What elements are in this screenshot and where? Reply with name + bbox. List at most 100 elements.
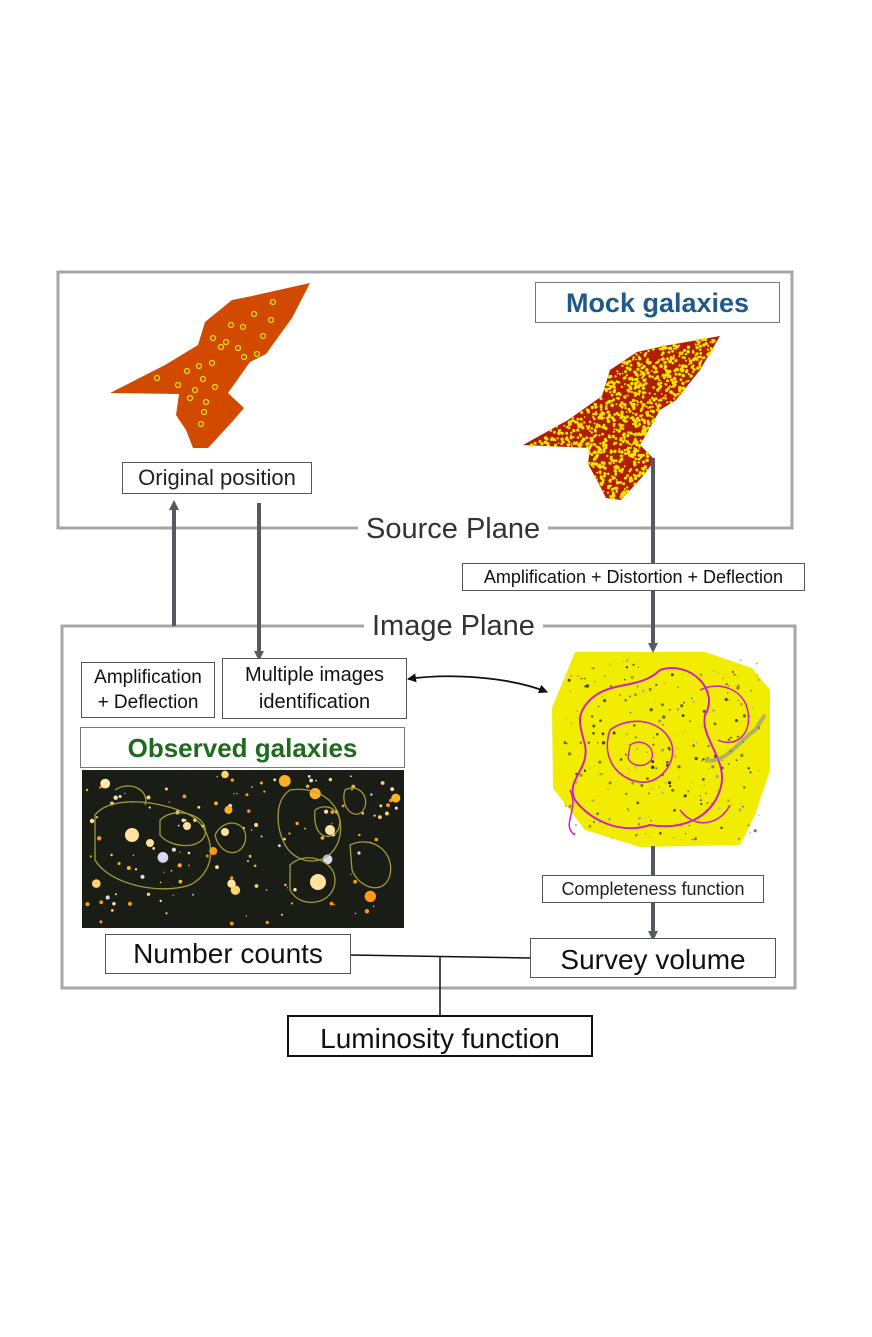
- mock-dot: [599, 476, 604, 480]
- mock-dot: [586, 426, 590, 430]
- field-galaxy: [394, 806, 398, 810]
- mock-dot: [698, 361, 702, 365]
- mock-dot: [627, 389, 631, 393]
- map-speck: [629, 695, 631, 698]
- field-bright-galaxy: [183, 822, 191, 830]
- mock-dot: [637, 419, 641, 422]
- mock-dot: [647, 422, 651, 426]
- mock-dot: [651, 415, 654, 418]
- mock-dot: [612, 385, 616, 389]
- map-speck: [625, 792, 628, 796]
- map-speck: [597, 771, 598, 773]
- map-speck: [661, 791, 664, 794]
- map-speck: [597, 705, 600, 708]
- map-speck: [637, 823, 641, 826]
- mock-dot: [699, 355, 702, 359]
- mock-dot: [572, 429, 576, 433]
- field-galaxy: [187, 851, 191, 855]
- mock-dot: [538, 440, 542, 443]
- map-speck: [667, 746, 671, 750]
- mock-dot: [646, 426, 650, 430]
- map-speck: [590, 715, 594, 718]
- mock-dot: [586, 446, 589, 449]
- mock-galaxies-title: Mock galaxies: [535, 282, 780, 323]
- map-speck: [608, 663, 612, 667]
- map-speck: [567, 678, 571, 682]
- field-galaxy: [110, 853, 113, 857]
- mock-dot: [635, 381, 639, 384]
- mock-dot: [678, 355, 681, 358]
- mock-dot: [546, 442, 550, 445]
- map-speck: [705, 792, 707, 794]
- mock-dot: [672, 376, 677, 381]
- mock-dot: [615, 481, 620, 485]
- field-galaxy: [178, 879, 183, 884]
- field-galaxy: [330, 810, 335, 814]
- field-galaxy: [113, 795, 118, 800]
- map-speck: [588, 767, 591, 770]
- field-galaxy: [214, 801, 218, 806]
- map-speck: [662, 724, 664, 726]
- map-speck: [634, 765, 638, 769]
- mock-dot: [625, 374, 628, 377]
- number-counts-label: Number counts: [105, 934, 351, 974]
- mock-dot: [588, 450, 591, 454]
- map-speck: [740, 753, 744, 758]
- field-galaxy: [370, 793, 373, 796]
- mock-dot: [670, 378, 674, 382]
- mock-dot: [595, 423, 599, 426]
- map-speck: [570, 691, 572, 693]
- mock-dot: [620, 385, 623, 389]
- map-speck: [728, 699, 730, 701]
- mock-dot: [658, 347, 662, 351]
- field-galaxy: [254, 822, 259, 828]
- mock-dot: [701, 356, 704, 360]
- map-speck: [577, 717, 579, 719]
- mock-dot: [609, 494, 612, 498]
- mock-dot: [630, 403, 632, 405]
- mock-dot: [694, 357, 698, 360]
- mock-dot: [669, 360, 673, 363]
- mock-dot: [598, 463, 602, 467]
- field-galaxy: [172, 894, 174, 896]
- mock-dot: [664, 397, 667, 400]
- mock-dot: [659, 381, 663, 385]
- mock-dot: [619, 437, 623, 441]
- mock-dot: [616, 372, 619, 375]
- mock-dot: [633, 378, 636, 381]
- mock-dot: [611, 487, 615, 491]
- map-speck: [711, 708, 716, 713]
- field-galaxy: [350, 788, 353, 791]
- field-galaxy: [171, 847, 176, 852]
- map-speck: [592, 667, 595, 670]
- mock-dot: [619, 442, 623, 446]
- map-speck: [641, 689, 645, 693]
- field-galaxy: [157, 852, 169, 863]
- mock-dot: [668, 385, 671, 388]
- mock-dot: [639, 439, 643, 443]
- mock-dot: [638, 471, 642, 475]
- mock-dot: [674, 347, 677, 350]
- field-galaxy: [99, 786, 102, 789]
- field-bright-galaxy: [146, 839, 154, 847]
- mock-dot: [611, 459, 616, 463]
- mock-dot: [650, 402, 653, 405]
- mock-dot: [615, 490, 619, 493]
- map-speck: [625, 658, 629, 663]
- mock-dot: [694, 343, 697, 346]
- map-speck: [758, 830, 760, 832]
- map-speck: [683, 794, 687, 798]
- map-speck: [718, 672, 720, 674]
- map-speck: [563, 741, 567, 745]
- mock-dot: [598, 434, 601, 437]
- mock-dot: [618, 450, 621, 453]
- mock-dot: [637, 355, 640, 358]
- map-speck: [629, 711, 632, 714]
- mock-dot: [625, 476, 628, 479]
- map-speck: [606, 787, 609, 791]
- map-speck: [690, 782, 692, 784]
- mock-dot: [628, 367, 632, 372]
- mock-dot: [621, 372, 624, 375]
- mock-dot: [651, 375, 654, 379]
- mock-dot: [616, 370, 619, 373]
